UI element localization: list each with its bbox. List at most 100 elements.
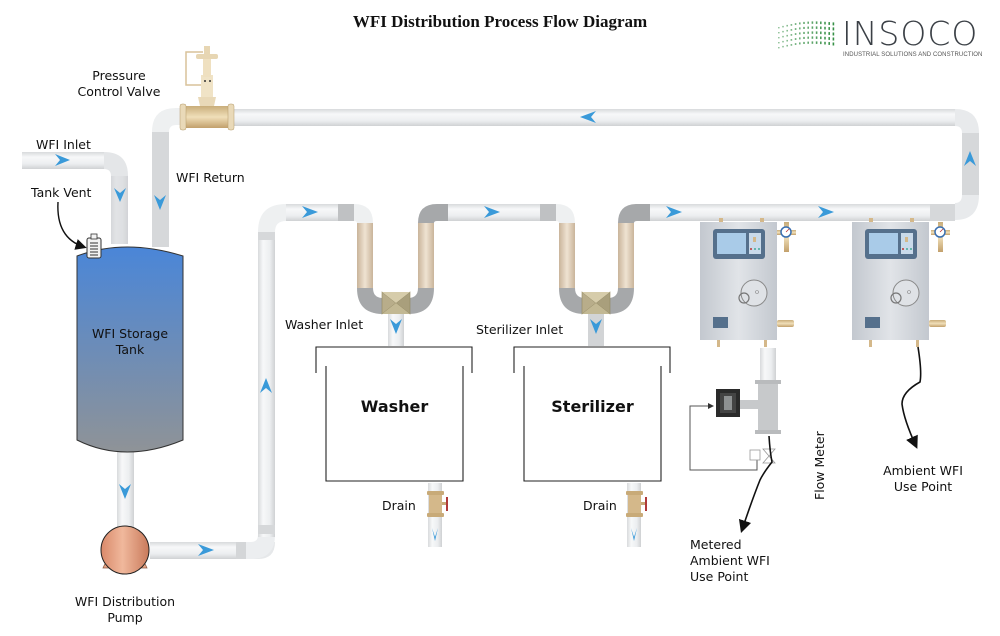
label-line: Control Valve — [77, 84, 161, 99]
logo-dot — [778, 47, 780, 49]
wfi-distribution-pump[interactable] — [100, 525, 150, 575]
logo-dot — [815, 41, 818, 44]
logo-dot — [794, 33, 797, 35]
supply-header-pipe-2 — [448, 204, 575, 223]
logo-dot — [803, 31, 805, 34]
washer-u-loop — [357, 204, 448, 314]
logo-dot — [778, 27, 780, 29]
logo-dot — [820, 36, 822, 40]
flow-meter[interactable] — [689, 348, 781, 471]
logo-dot — [820, 21, 822, 25]
logo-tagline: INDUSTRIAL SOLUTIONS AND CONSTRUCTION — [843, 52, 983, 58]
label-line: Pump — [107, 610, 143, 625]
label-line: Use Point — [690, 569, 749, 584]
storage-tank-label: WFI Storage Tank — [77, 326, 183, 358]
logo-dot — [811, 21, 814, 24]
logo-dot — [811, 26, 814, 29]
sterilizer-inlet-label: Sterilizer Inlet — [476, 322, 564, 337]
logo-dot — [807, 41, 809, 44]
logo-dot — [832, 42, 835, 46]
washer-unit[interactable] — [315, 346, 473, 482]
pressure-control-valve[interactable] — [179, 46, 235, 131]
logo-dot — [794, 43, 797, 45]
logo-dot — [811, 36, 814, 39]
sterilizer-u-loop — [559, 204, 650, 314]
logo-dot — [832, 37, 835, 41]
sterilizer-label: Sterilizer — [551, 397, 634, 416]
washer-inlet-valve[interactable] — [381, 291, 411, 315]
flow-meter-signal-line — [689, 403, 758, 471]
logo-dot — [803, 26, 805, 29]
logo-dot — [824, 31, 826, 35]
flow-arrow-tank-out — [119, 484, 131, 499]
sterilizer-unit[interactable] — [513, 346, 671, 482]
logo-dot — [782, 40, 784, 43]
pressure-gauge-icon — [931, 222, 950, 252]
ambient-use-point-leader-arrow — [901, 346, 922, 449]
flow-arrow-tank-in — [114, 188, 126, 202]
tank-vent-filter-icon[interactable] — [86, 233, 102, 259]
logo-dot — [794, 38, 797, 40]
logo-dot — [820, 26, 822, 30]
sterilizer-drain-valve[interactable] — [626, 491, 647, 517]
wfi-return-pipe — [152, 108, 185, 247]
flow-arrow-header-4 — [818, 206, 834, 218]
logo-dot — [799, 42, 801, 45]
flow-arrow-return-in — [154, 195, 166, 210]
logo-dot — [828, 27, 830, 30]
use-point-skid-2[interactable] — [852, 218, 950, 347]
tank-vent-label: Tank Vent — [31, 185, 92, 200]
logo-dot — [799, 27, 801, 30]
flow-arrow-sterilizer-inlet — [590, 319, 602, 334]
sterilizer-drain-label: Drain — [583, 498, 617, 513]
logo-dot — [828, 32, 830, 35]
logo-dot — [790, 39, 793, 41]
logo-dot — [807, 21, 809, 24]
ambient-use-point-label: Ambient WFI Use Point — [868, 463, 978, 495]
pump-discharge-pipe — [150, 535, 275, 559]
flow-arrow-inlet — [55, 154, 70, 166]
label-line: Ambient WFI — [883, 463, 963, 478]
logo-dot — [803, 36, 805, 39]
logo-dot — [807, 36, 809, 39]
flow-arrow-washer-drain — [432, 528, 438, 541]
logo-dot — [807, 26, 809, 29]
pipe-network — [22, 108, 979, 559]
control-valve-icon — [762, 448, 776, 464]
label-line: Tank — [115, 342, 145, 357]
label-line: Use Point — [893, 479, 953, 494]
wfi-storage-tank[interactable] — [76, 246, 184, 453]
tank-vent-leader-arrow — [57, 201, 87, 250]
logo-dot — [828, 37, 830, 40]
logo-dot — [811, 41, 814, 44]
label-line: Metered — [690, 537, 742, 552]
logo-dot — [815, 31, 818, 34]
logo-dot — [820, 41, 822, 45]
logo-dot — [824, 26, 826, 30]
washer-inlet-label: Washer Inlet — [285, 317, 364, 332]
logo-dot — [832, 27, 835, 31]
sterilizer-inlet-valve[interactable] — [581, 291, 611, 315]
flow-arrow-return-riser — [964, 151, 976, 166]
distribution-pump-label: WFI Distribution Pump — [60, 594, 190, 626]
logo-dot — [790, 44, 793, 46]
metered-use-point-label: Metered Ambient WFI Use Point — [690, 537, 770, 585]
logo-dot — [786, 39, 788, 42]
logo-dot — [786, 29, 788, 32]
logo-dot — [790, 34, 793, 36]
logo-dot — [782, 30, 784, 33]
washer-drain-valve[interactable] — [427, 491, 448, 517]
logo-dot — [824, 36, 826, 40]
logo-dot — [815, 36, 818, 39]
washer-label: Washer — [360, 397, 429, 416]
logo-dot — [811, 31, 814, 34]
logo-dot — [794, 28, 797, 30]
use-point-skid-1[interactable] — [700, 218, 796, 347]
logo-dot — [782, 45, 784, 48]
label-line: WFI Storage — [91, 326, 169, 341]
logo-dot — [815, 26, 818, 29]
flow-meter-label: Flow Meter — [812, 431, 827, 500]
flow-arrow-sterilizer-drain — [631, 528, 637, 541]
